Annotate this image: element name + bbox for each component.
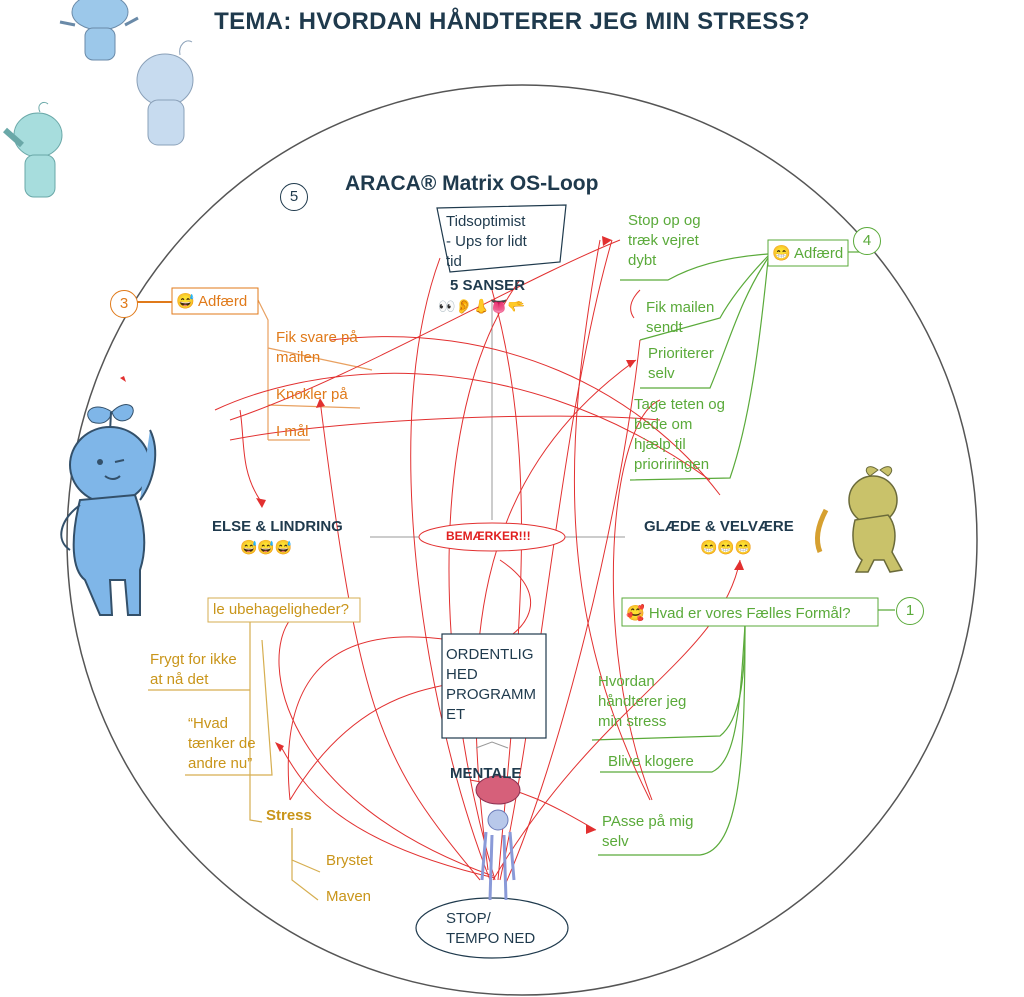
right-item-line: Prioriterer — [648, 345, 714, 362]
purpose-node: 🥰 Hvad er vores Fælles Formål? — [626, 605, 851, 622]
right-item-stop: Stop op og træk vejret dybt — [628, 211, 701, 271]
chest-node: Brystet — [326, 852, 373, 869]
program-text: ORDENTLIG HED PROGRAMM ET — [446, 645, 536, 725]
program-line: ORDENTLIG — [446, 646, 534, 663]
stop-ellipse — [415, 897, 569, 959]
right-item-fik: Fik mailen sendt — [646, 298, 714, 338]
diagram-subtitle: ARACA® Matrix OS-Loop — [345, 172, 599, 195]
right-item-line: dybt — [628, 252, 657, 269]
left-quadrant-emoji: 😅😅😅 — [240, 539, 293, 555]
right-item-line: bede om — [634, 416, 693, 433]
self-care-line: selv — [602, 833, 629, 850]
handle-line: min stress — [598, 713, 667, 730]
stress-node: Stress — [266, 807, 312, 824]
light-blue-sprout-character-icon — [3, 0, 194, 198]
right-item-line: hjælp til — [634, 436, 686, 453]
fear-line: Frygt for ikke — [150, 651, 237, 668]
right-quadrant-emoji: 😁😁😁 — [700, 539, 753, 555]
right-behavior-header: 😁 Adfærd — [772, 245, 844, 262]
right-item-tage: Tage teten og bede om hjælp til prioriri… — [634, 395, 725, 475]
self-care-line: PAsse på mig — [602, 813, 694, 830]
left-behavior-item-2: Knokler på — [276, 386, 348, 403]
left-behavior-header: 😅 Adfærd — [176, 293, 248, 310]
left-item-line: mailen — [276, 349, 321, 366]
center-label: BEMÆRKER!!! — [446, 529, 531, 543]
number-1-badge: 1 — [896, 597, 924, 625]
right-item-line: sendt — [646, 319, 683, 336]
top-box — [436, 204, 567, 273]
matrix-circle — [66, 84, 978, 996]
left-behavior-item-1: Fik svare på mailen — [276, 328, 358, 368]
yellow-walking-sprout-character-icon — [815, 466, 904, 573]
handle-line: håndterer jeg — [598, 693, 687, 710]
handle-stress-node: Hvordan håndterer jeg min stress — [598, 672, 686, 732]
unpleasantness-question: le ubehageligheder? — [213, 601, 349, 618]
top-box-text: Tidsoptimist - Ups for lidt tid — [446, 212, 527, 272]
stop-line: STOP/ — [446, 910, 491, 927]
right-item-line: træk vejret — [628, 232, 699, 249]
top-box-line-2: - Ups for lidt — [446, 233, 527, 250]
program-box — [441, 633, 547, 739]
right-item-line: Fik mailen — [646, 299, 715, 316]
number-5-badge: 5 — [280, 183, 308, 211]
right-item-prio: Prioriterer selv — [648, 344, 714, 384]
think-node: “Hvad tænker de andre nu” — [188, 714, 256, 774]
program-line: PROGRAMM — [446, 686, 536, 703]
blue-sprout-character-icon — [60, 404, 157, 616]
center-ellipse — [418, 522, 566, 552]
right-item-line: Tage teten og — [634, 396, 725, 413]
page-title: TEMA: HVORDAN HÅNDTERER JEG MIN STRESS? — [214, 8, 810, 35]
senses-icons: 👀👂👃👅🫳 — [438, 298, 526, 314]
top-box-line-3: tid — [446, 253, 462, 270]
fear-line: at nå det — [150, 671, 209, 688]
wiser-node: Blive klogere — [608, 753, 694, 770]
brain-body-icon — [475, 775, 521, 901]
program-line: ET — [446, 706, 466, 723]
stop-label: STOP/ TEMPO NED — [446, 909, 535, 949]
stomach-node: Maven — [326, 888, 372, 905]
left-behavior-item-3: I mål — [276, 423, 309, 440]
program-line: HED — [446, 666, 478, 683]
think-line: andre nu” — [188, 755, 253, 772]
right-quadrant-label: GLÆDE & VELVÆRE — [644, 518, 794, 535]
think-line: tænker de — [188, 735, 256, 752]
right-item-line: selv — [648, 365, 675, 382]
left-item-line: Fik svare på — [276, 329, 358, 346]
left-quadrant-label: ELSE & LINDRING — [212, 518, 343, 535]
fear-node: Frygt for ikke at nå det — [150, 650, 237, 690]
handle-line: Hvordan — [598, 673, 655, 690]
think-line: “Hvad — [188, 715, 229, 732]
stop-line: TEMPO NED — [446, 930, 536, 947]
number-4-badge: 4 — [853, 227, 881, 255]
number-3-badge: 3 — [110, 290, 138, 318]
senses-label: 5 SANSER — [450, 277, 526, 294]
mentale-label: MENTALE — [450, 765, 522, 782]
self-care-node: PAsse på mig selv — [602, 812, 693, 852]
top-box-line-1: Tidsoptimist — [446, 213, 526, 230]
right-item-line: prioriringen — [634, 456, 710, 473]
right-item-line: Stop op og — [628, 212, 701, 229]
